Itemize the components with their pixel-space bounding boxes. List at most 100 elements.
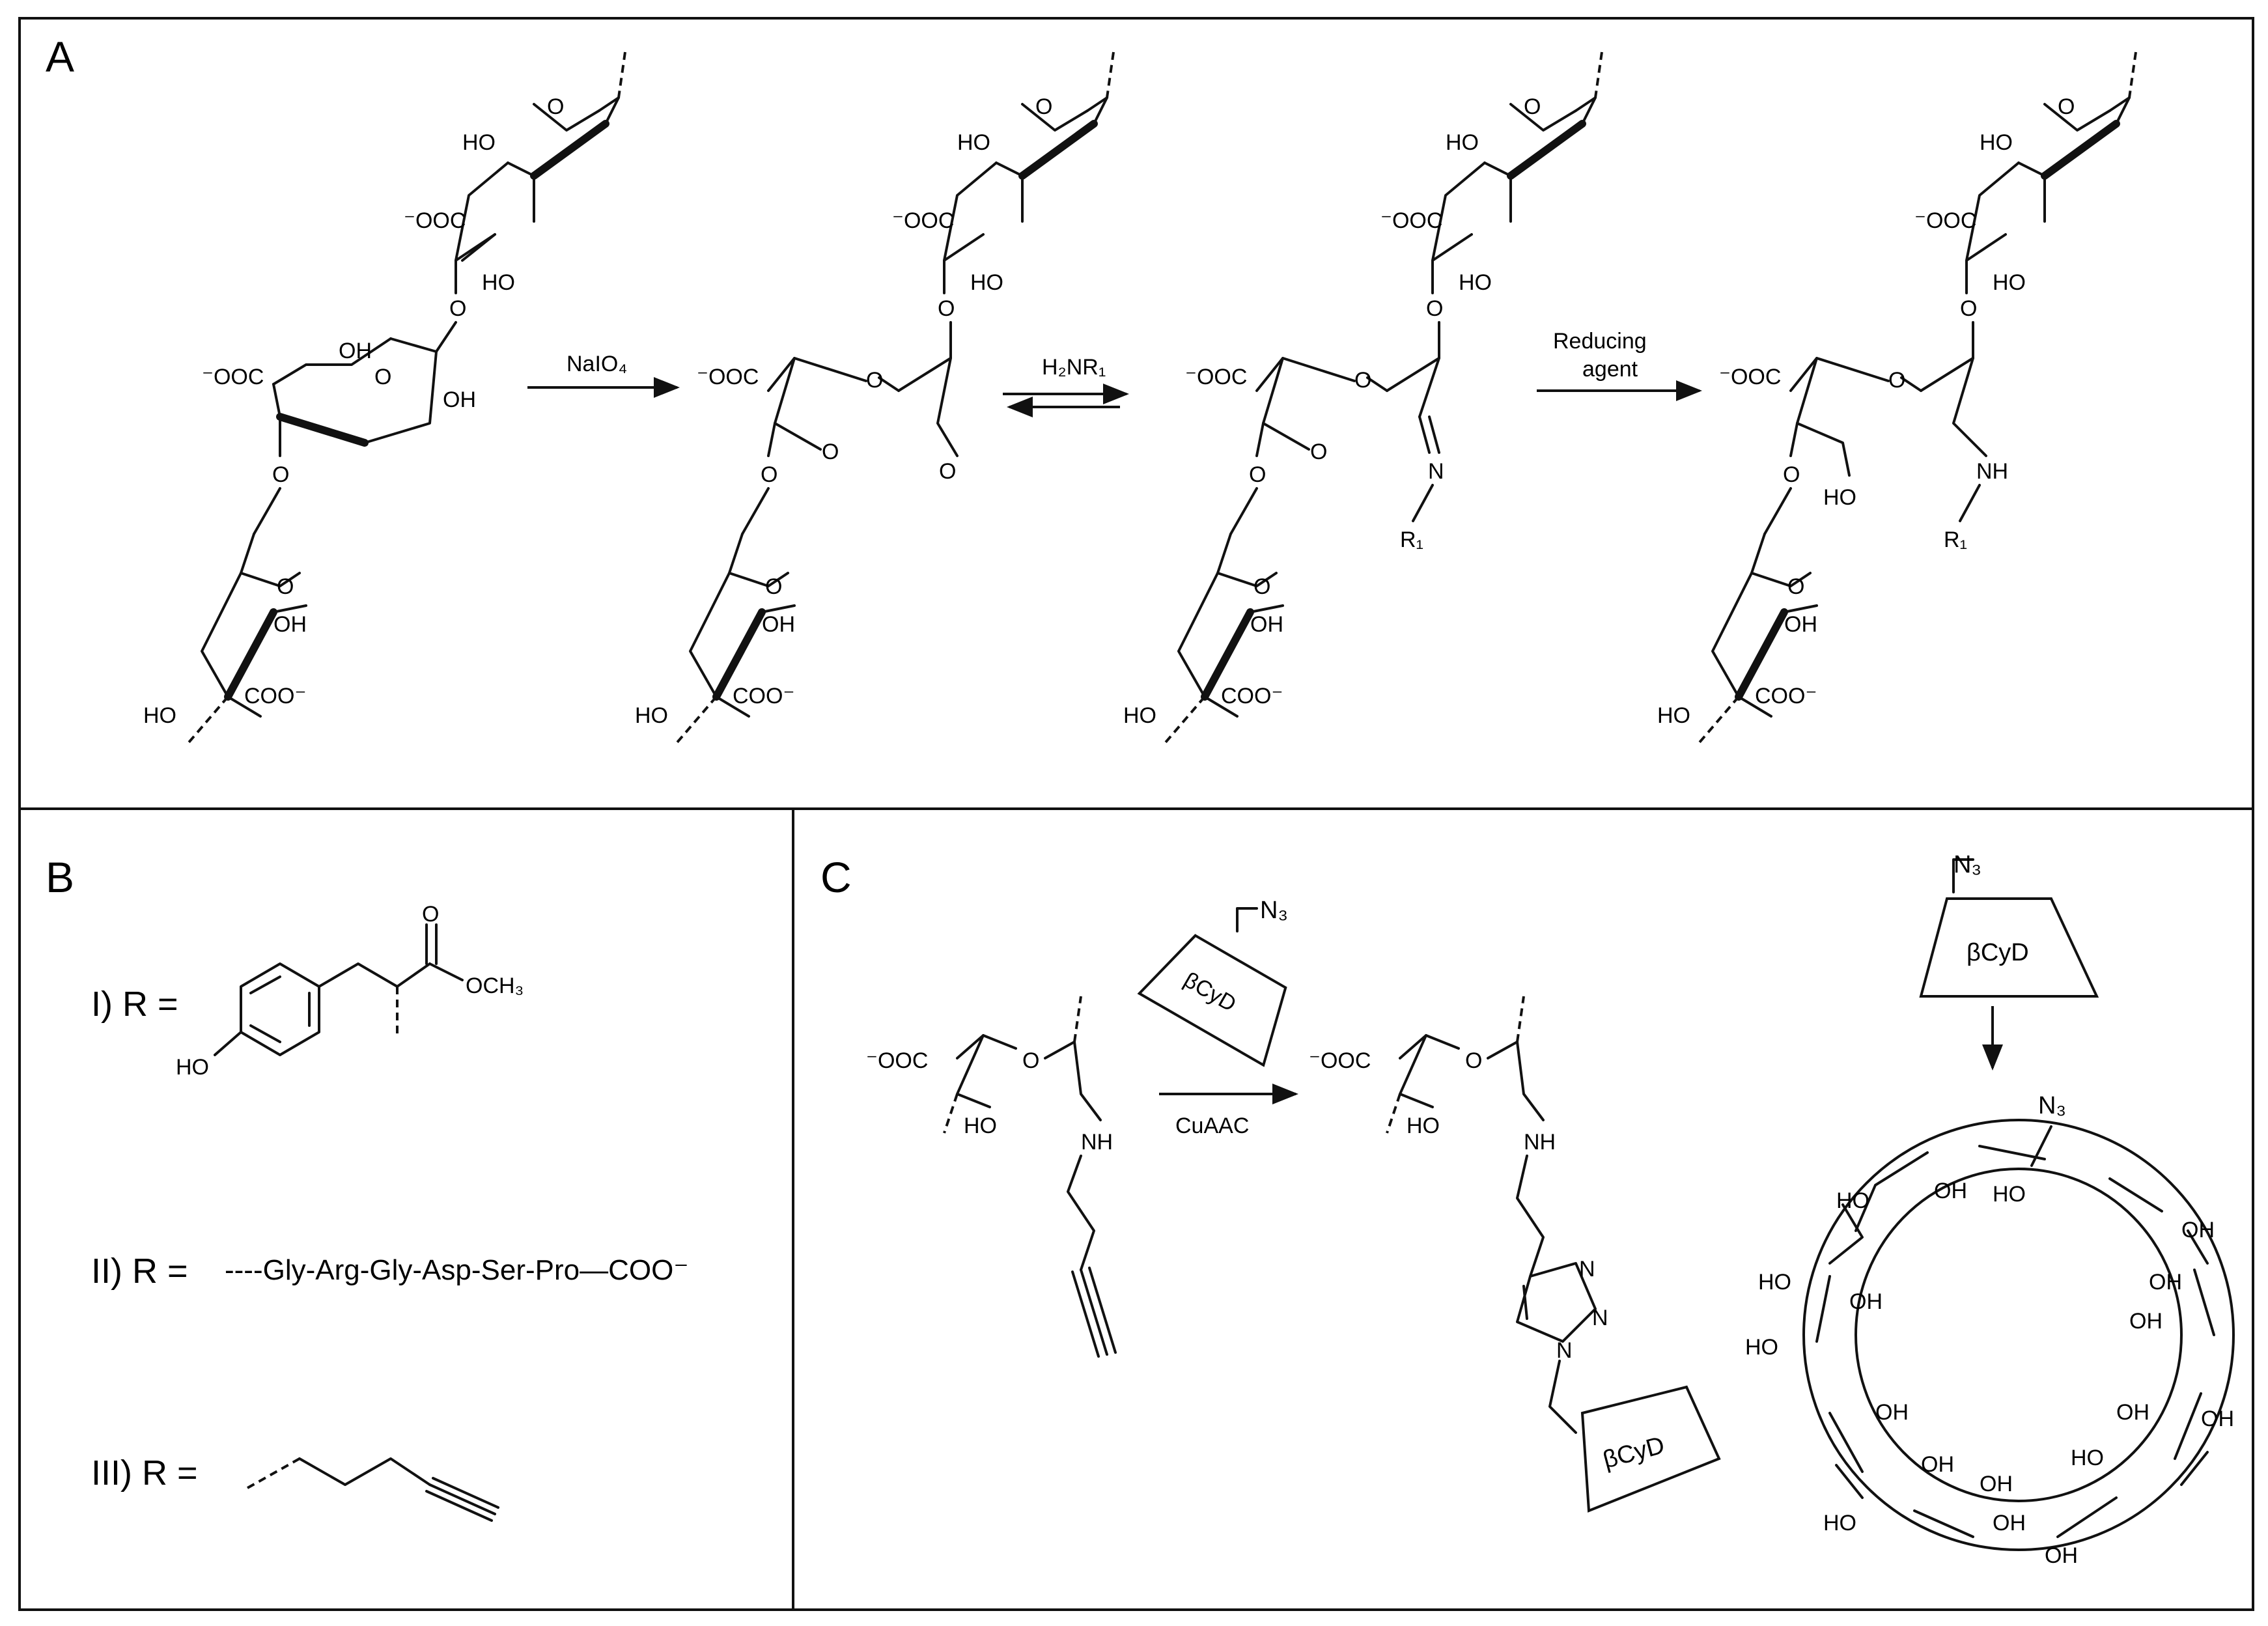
label-ho: HO bbox=[2071, 1446, 2104, 1470]
label-r1: R₁ bbox=[1944, 527, 1967, 552]
label-ho: HO bbox=[1407, 1114, 1440, 1138]
label-n: N bbox=[1592, 1306, 1608, 1330]
label-ho: HO bbox=[1758, 1270, 1791, 1295]
label-r1: R₁ bbox=[1400, 527, 1423, 552]
beta-cyclodextrin-ring: N₃ HO OH HO OH OH OH OH HO OH OH HO OH H… bbox=[1745, 1092, 2235, 1568]
label-ho: HO bbox=[1823, 485, 1856, 510]
azido-cyd-schematic: N₃ βCyD bbox=[1919, 851, 2099, 1071]
label-ho: HO bbox=[1836, 1188, 1869, 1213]
label-oh: OH bbox=[2129, 1309, 2163, 1334]
panel-a-frame bbox=[18, 17, 2254, 810]
tyrosine-structure: O OCH₃ HO bbox=[176, 902, 524, 1080]
label-coo: COO⁻ bbox=[1755, 684, 1817, 708]
label-coo: COO⁻ bbox=[733, 684, 794, 708]
label-agent: agent bbox=[1582, 357, 1638, 382]
hexyne-structure bbox=[247, 1457, 499, 1522]
cyd-block-product bbox=[1580, 1385, 1721, 1513]
cyd-conjugate: ⁻OOC O HO NH N N N βCyD bbox=[1309, 996, 1721, 1513]
panel-c-letter: C bbox=[820, 853, 852, 901]
panel-b-letter: B bbox=[46, 853, 74, 901]
label-ho: HO bbox=[635, 703, 668, 728]
reagent-azido-cyd: βCyD bbox=[1137, 934, 1287, 1067]
label-ho: HO bbox=[1745, 1335, 1778, 1360]
label-o: O bbox=[2058, 94, 2075, 119]
label-o: O bbox=[1524, 94, 1541, 119]
label-ho: HO bbox=[176, 1055, 209, 1080]
label-oh: OH bbox=[1980, 1472, 2013, 1496]
label-ho: HO bbox=[1446, 130, 1479, 155]
label-o: O bbox=[422, 902, 439, 927]
label-n3: N₃ bbox=[1260, 897, 1288, 924]
label-oh: OH bbox=[1250, 612, 1283, 637]
label-o: O bbox=[272, 462, 289, 487]
label-coo: ⁻OOC bbox=[404, 208, 466, 233]
label-coo: ⁻OOC bbox=[1185, 365, 1247, 389]
label-oh: OH bbox=[1921, 1452, 1954, 1477]
label-coo: ⁻OOC bbox=[1914, 208, 1976, 233]
label-o: O bbox=[1022, 1048, 1039, 1073]
label-item3: III) R = bbox=[91, 1453, 198, 1493]
label-nh: NH bbox=[1081, 1130, 1113, 1155]
label-n: N bbox=[1579, 1257, 1595, 1282]
structure-reduced: HO O ⁻OOC HO O O ⁻OOC HO NH R₁ O bbox=[1657, 51, 2137, 744]
label-o: O bbox=[1888, 368, 1905, 393]
panel-a: HO O ⁻OOC HO O ⁻OOC OH O OH O bbox=[143, 51, 2137, 744]
label-oh: OH bbox=[762, 612, 795, 637]
label-o: O bbox=[761, 462, 777, 487]
label-cuaac: CuAAC bbox=[1175, 1114, 1249, 1138]
arrow-cuaac: CuAAC bbox=[1159, 1084, 1298, 1138]
label-ho: HO bbox=[1123, 703, 1156, 728]
label-o: O bbox=[449, 296, 466, 321]
label-ho: HO bbox=[957, 130, 990, 155]
label-ho: HO bbox=[1993, 1182, 2026, 1207]
label-item1: I) R = bbox=[91, 985, 178, 1024]
label-ho: HO bbox=[462, 130, 496, 155]
label-ho: HO bbox=[1459, 270, 1492, 295]
label-coo: ⁻OOC bbox=[866, 1048, 928, 1073]
label-n3: N₃ bbox=[2038, 1092, 2066, 1119]
label-nh: NH bbox=[1524, 1130, 1556, 1155]
label-nh: NH bbox=[1976, 459, 2008, 484]
label-coo: ⁻OOC bbox=[1309, 1048, 1371, 1073]
arrow-reduction: Reducing agent bbox=[1537, 329, 1702, 401]
label-item2: II) R = bbox=[91, 1252, 188, 1291]
label-coo: ⁻OOC bbox=[1380, 208, 1442, 233]
arrow-periodate: NaIO₄ bbox=[527, 352, 680, 398]
label-o: O bbox=[866, 368, 883, 393]
structure-alginate: HO O ⁻OOC HO O ⁻OOC OH O OH O bbox=[143, 51, 626, 744]
label-o: O bbox=[1465, 1048, 1482, 1073]
label-ho: HO bbox=[143, 703, 176, 728]
label-ho: HO bbox=[1657, 703, 1690, 728]
label-o: O bbox=[939, 459, 956, 484]
label-coo: ⁻OOC bbox=[202, 365, 264, 389]
label-ho: HO bbox=[482, 270, 515, 295]
label-o: O bbox=[1787, 574, 1804, 599]
label-peptide: ----Gly-Arg-Gly-Asp-Ser-Pro—COO⁻ bbox=[225, 1254, 689, 1286]
panel-c-frame bbox=[792, 807, 2254, 1611]
structure-imine: HO O ⁻OOC HO O O ⁻OOC O N R₁ O bbox=[1123, 51, 1603, 744]
label-oh: OH bbox=[2181, 1218, 2215, 1242]
label-amine: H₂NR₁ bbox=[1042, 355, 1106, 380]
label-oh: OH bbox=[1849, 1289, 1883, 1314]
label-ho: HO bbox=[1993, 270, 2026, 295]
arrow-amine: H₂NR₁ bbox=[1003, 355, 1129, 417]
label-oh: OH bbox=[273, 612, 307, 637]
label-o: O bbox=[822, 440, 839, 464]
label-och3: OCH₃ bbox=[466, 974, 524, 998]
label-o: O bbox=[1426, 296, 1443, 321]
label-cyd: βCyD bbox=[1967, 939, 2029, 966]
label-o: O bbox=[277, 574, 294, 599]
label-oh: OH bbox=[443, 387, 476, 412]
label-coo: ⁻OOC bbox=[1719, 365, 1781, 389]
label-o: O bbox=[938, 296, 955, 321]
label-oh: OH bbox=[2045, 1543, 2078, 1568]
label-oh: OH bbox=[2201, 1407, 2234, 1431]
label-coo: ⁻OOC bbox=[892, 208, 954, 233]
label-o: O bbox=[547, 94, 564, 119]
label-coo: COO⁻ bbox=[1221, 684, 1283, 708]
label-ho: HO bbox=[964, 1114, 997, 1138]
structure-oxidized: HO O ⁻OOC HO O O ⁻OOC O O O O bbox=[635, 51, 1115, 744]
label-reducing: Reducing bbox=[1553, 329, 1647, 354]
label-n: N bbox=[1556, 1338, 1573, 1363]
